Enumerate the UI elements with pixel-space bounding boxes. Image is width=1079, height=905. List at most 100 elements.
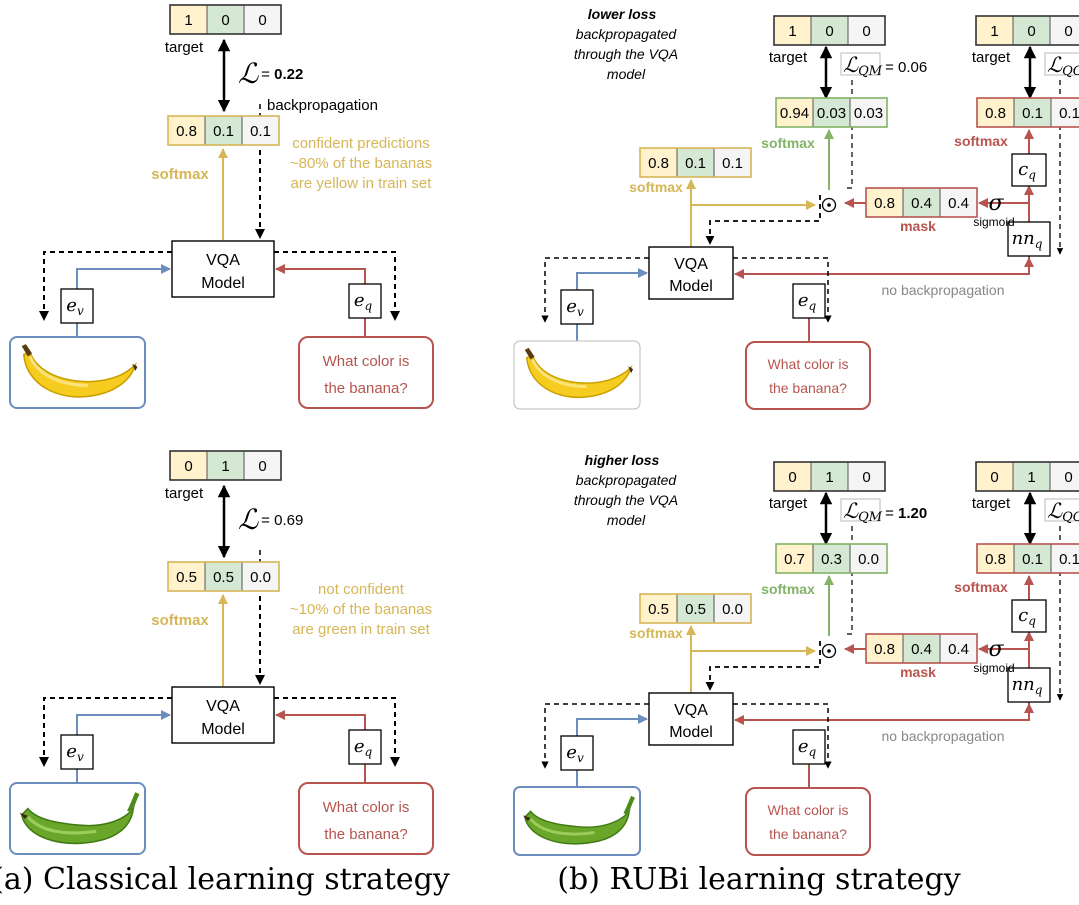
note-line: are green in train set bbox=[292, 621, 430, 638]
target-vector-cell bbox=[243, 450, 282, 481]
rubi-note-line: through the VQA bbox=[574, 46, 678, 62]
target-qo-vector-cell bbox=[975, 15, 1014, 46]
mask-label: mask bbox=[900, 664, 936, 680]
prediction-qo-vector-value: 0.8 bbox=[985, 105, 1006, 122]
prediction-vector-value: 0.1 bbox=[722, 155, 743, 172]
mask-vector-value: 0.4 bbox=[948, 641, 969, 658]
ev-box bbox=[560, 289, 594, 325]
target-qo-vector-frame bbox=[975, 461, 1079, 492]
eq-box-label: eq bbox=[354, 736, 373, 759]
target-vector-value: 0 bbox=[258, 458, 266, 475]
eq-box bbox=[792, 729, 826, 765]
caption-b: (b) RUBi learning strategy bbox=[557, 862, 960, 897]
prediction-qo-vector-value: 0.1 bbox=[1059, 105, 1079, 122]
target-vector-frame bbox=[773, 461, 886, 492]
target-qo-vector-value: 0 bbox=[990, 469, 998, 486]
prediction-vector-value: 0.5 bbox=[213, 569, 234, 586]
diagram-shapes bbox=[9, 4, 1079, 856]
vqa-label: VQA bbox=[206, 252, 240, 269]
masked-prediction-vector-value: 0.3 bbox=[821, 551, 842, 568]
target-vector-value: 0 bbox=[788, 469, 796, 486]
question-text: the banana? bbox=[324, 380, 407, 397]
cq-box-label: cq bbox=[1018, 159, 1036, 182]
target-vector-value: 0 bbox=[825, 23, 833, 40]
target-vector-value: 1 bbox=[825, 469, 833, 486]
vqa-model-box bbox=[171, 240, 275, 298]
masked-prediction-vector-value: 0.94 bbox=[780, 105, 809, 122]
rubi-note-line: through the VQA bbox=[574, 492, 678, 508]
rubi-note-title: lower loss bbox=[588, 6, 657, 22]
note-line: not confident bbox=[318, 581, 405, 598]
eq-box-sub: q bbox=[808, 299, 816, 313]
masked-prediction-vector-cell bbox=[812, 97, 851, 128]
loss-subscript: QO bbox=[1062, 510, 1079, 525]
ev-box-sub: v bbox=[77, 304, 84, 318]
question-box bbox=[298, 782, 434, 855]
loss-label: ℒ= 0.69 bbox=[238, 503, 303, 536]
mask-vector-frame bbox=[865, 187, 978, 218]
prediction-vector-value: 0.5 bbox=[648, 601, 669, 618]
vqa-label: VQA bbox=[674, 702, 708, 719]
nnq-box-main: nn bbox=[1012, 674, 1035, 695]
backprop-line bbox=[846, 80, 853, 189]
target-qo-vector-value: 0 bbox=[1027, 23, 1035, 40]
eq-box-main: e bbox=[354, 736, 365, 757]
prediction-vector-cell bbox=[241, 115, 280, 146]
prediction-vector-value: 0.8 bbox=[648, 155, 669, 172]
eq-box bbox=[348, 729, 382, 765]
softmax-red-label: softmax bbox=[954, 579, 1008, 595]
target-label: target bbox=[769, 49, 808, 66]
loss-value: 0.69 bbox=[274, 512, 303, 529]
loss-equals: = bbox=[261, 66, 274, 83]
target-label: target bbox=[769, 495, 808, 512]
vqa-model-box bbox=[171, 686, 275, 744]
loss-subscript: QM bbox=[858, 510, 883, 525]
target-qo-vector-value: 1 bbox=[1027, 469, 1035, 486]
rubi-note-line: backpropagated bbox=[576, 26, 678, 42]
target-vector-cell bbox=[206, 4, 245, 35]
target-vector-value: 1 bbox=[788, 23, 796, 40]
prediction-vector-value: 0.1 bbox=[213, 123, 234, 140]
vqa-model-box bbox=[648, 246, 734, 300]
masked-prediction-vector-cell bbox=[849, 97, 888, 128]
backprop-question-arrow bbox=[274, 697, 400, 767]
prediction-vector-frame bbox=[639, 147, 752, 178]
sigmoid-label: sigmoid bbox=[973, 661, 1014, 675]
loss-qo-frame bbox=[1044, 498, 1079, 522]
cq-box-label: cq bbox=[1018, 605, 1036, 628]
loss-subscript: QO bbox=[1062, 64, 1079, 79]
vqa-label: Model bbox=[669, 278, 713, 295]
prediction-vector-value: 0.5 bbox=[685, 601, 706, 618]
sigmoid-label: sigmoid bbox=[973, 215, 1014, 229]
vqa-label: Model bbox=[669, 724, 713, 741]
question-text: What color is bbox=[768, 356, 849, 372]
target-vector-frame bbox=[773, 15, 886, 46]
masked-prediction-vector-frame bbox=[775, 97, 888, 128]
target-qo-vector-cell bbox=[1012, 461, 1051, 492]
ev-box-sub: v bbox=[77, 750, 84, 764]
nnq-box bbox=[1007, 667, 1051, 703]
target-qo-label: target bbox=[972, 49, 1011, 66]
target-label: target bbox=[165, 485, 204, 502]
eq-box-sub: q bbox=[364, 745, 372, 759]
masked-prediction-vector-value: 0.7 bbox=[784, 551, 805, 568]
ev-box-main: e bbox=[566, 742, 577, 763]
question-text: the banana? bbox=[324, 826, 407, 843]
vqa-label: VQA bbox=[206, 698, 240, 715]
masked-prediction-vector-value: 0.0 bbox=[858, 551, 879, 568]
question-text: What color is bbox=[323, 353, 410, 370]
ev-box-main: e bbox=[66, 295, 77, 316]
prediction-qo-vector-value: 0.1 bbox=[1022, 551, 1043, 568]
nnq-box-label: nnq bbox=[1012, 228, 1043, 251]
question-text: What color is bbox=[768, 802, 849, 818]
hadamard-product-dot bbox=[827, 649, 831, 653]
eq-box bbox=[348, 283, 382, 319]
prediction-vector-value: 0.1 bbox=[685, 155, 706, 172]
prediction-vector-value: 0.0 bbox=[722, 601, 743, 618]
question-box bbox=[745, 787, 871, 856]
masked-prediction-vector-frame bbox=[775, 543, 888, 574]
mask-vector-value: 0.8 bbox=[874, 195, 895, 212]
note-line: ~10% of the bananas bbox=[290, 601, 432, 618]
rubi-note-line: model bbox=[607, 66, 646, 82]
target-vector-cell bbox=[773, 461, 812, 492]
